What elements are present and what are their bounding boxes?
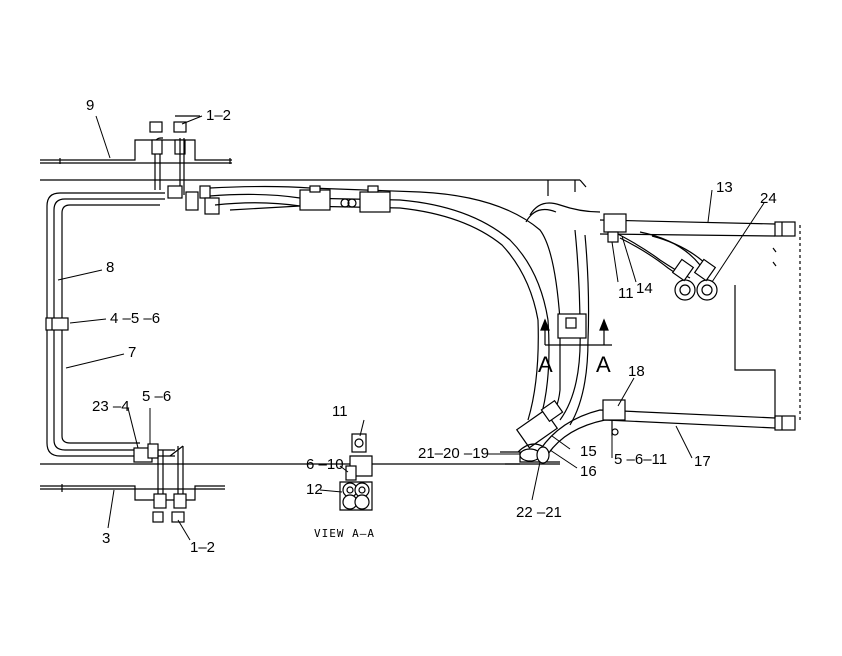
callout-3: 3: [102, 530, 111, 547]
view-callout-6-10: 6 –10: [306, 456, 344, 473]
view-title: VIEW A–A: [314, 527, 375, 540]
leader-lines: [57, 115, 765, 541]
right-boundary: [734, 225, 801, 420]
upper-fittings: [149, 115, 220, 215]
vertical-hoses: [515, 202, 601, 449]
lower-left-bracket: [40, 484, 225, 501]
callout-5-6-11: 5 –6–11: [614, 451, 668, 468]
lower-right-hoses: [539, 399, 796, 455]
callout-21-20-19: 21–20 –19: [418, 445, 489, 462]
callout-23-4: 23 –4: [92, 398, 130, 415]
section-a-left: A: [538, 352, 553, 377]
left-tube-loop: [45, 192, 175, 457]
frame-lines: [40, 179, 587, 465]
upper-right-hoses: [599, 213, 796, 301]
main-hose-run: [209, 185, 561, 321]
callout-22-21: 22 –21: [516, 504, 562, 521]
view-a-a-detail: [339, 433, 373, 511]
callout-15: 15: [580, 443, 597, 460]
callout-8: 8: [106, 259, 115, 276]
lower-fittings: [133, 443, 187, 523]
section-a-right: A: [596, 352, 611, 377]
callout-13: 13: [716, 179, 733, 196]
callout-24: 24: [760, 190, 777, 207]
section-arrows: [540, 318, 612, 346]
view-callout-11: 11: [332, 403, 348, 420]
callout-1-2-bottom: 1–2: [190, 539, 216, 556]
callout-1-2-top: 1–2: [206, 107, 232, 124]
callout-5-6-left: 5 –6: [142, 388, 172, 405]
callout-14: 14: [636, 280, 653, 297]
callout-9: 9: [86, 97, 95, 114]
upper-left-bracket: [40, 139, 232, 164]
callout-4-5-6: 4 –5 –6: [110, 310, 161, 327]
callout-16: 16: [580, 463, 597, 480]
callout-17: 17: [694, 453, 711, 470]
callout-11: 11: [618, 285, 634, 302]
callout-18: 18: [628, 363, 645, 380]
view-callout-12: 12: [306, 481, 323, 498]
callout-7: 7: [128, 344, 137, 361]
